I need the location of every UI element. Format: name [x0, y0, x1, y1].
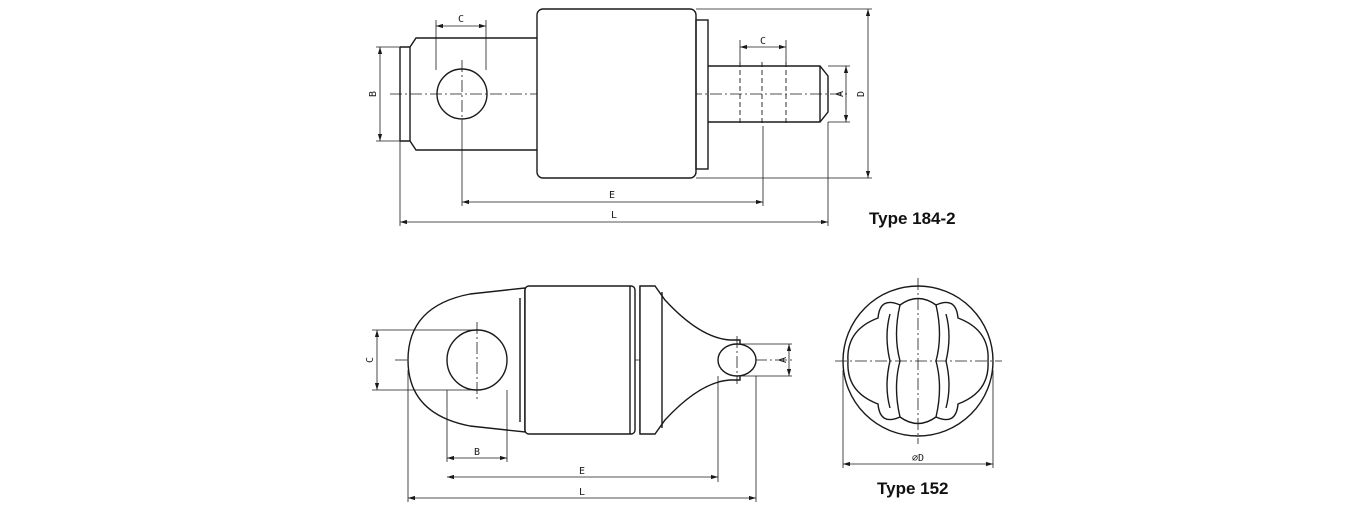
type-152-end-view: ⌀D	[835, 278, 1002, 468]
type-152-title: Type 152	[877, 479, 949, 498]
dim-label-c-top: C	[458, 14, 464, 25]
tapered-neck	[639, 285, 741, 435]
dim-label-a: A	[778, 357, 789, 363]
type-184-2-drawing: C C B A D E L	[368, 8, 872, 226]
dim-label-c: C	[365, 357, 376, 363]
dim-label-e: E	[579, 466, 585, 477]
extension-lines	[372, 329, 792, 502]
dim-label-e: E	[609, 190, 615, 201]
dim-label-l: L	[611, 210, 617, 221]
type-152-side-drawing: C A B E L	[365, 285, 795, 502]
dim-label-l: L	[579, 487, 585, 498]
dim-label-d: D	[856, 91, 867, 97]
insulator-body	[536, 8, 697, 179]
type-184-2-title: Type 184-2	[869, 209, 956, 228]
dim-label-d: ⌀D	[912, 453, 924, 464]
dim-label-a: A	[835, 91, 846, 97]
eye-end	[407, 287, 526, 433]
dim-label-b: B	[474, 447, 480, 458]
end-flange	[695, 19, 709, 170]
threaded-stud	[708, 62, 829, 126]
dim-label-c-right: C	[760, 36, 766, 47]
insulator-body	[524, 285, 636, 435]
dim-label-b: B	[368, 91, 379, 97]
